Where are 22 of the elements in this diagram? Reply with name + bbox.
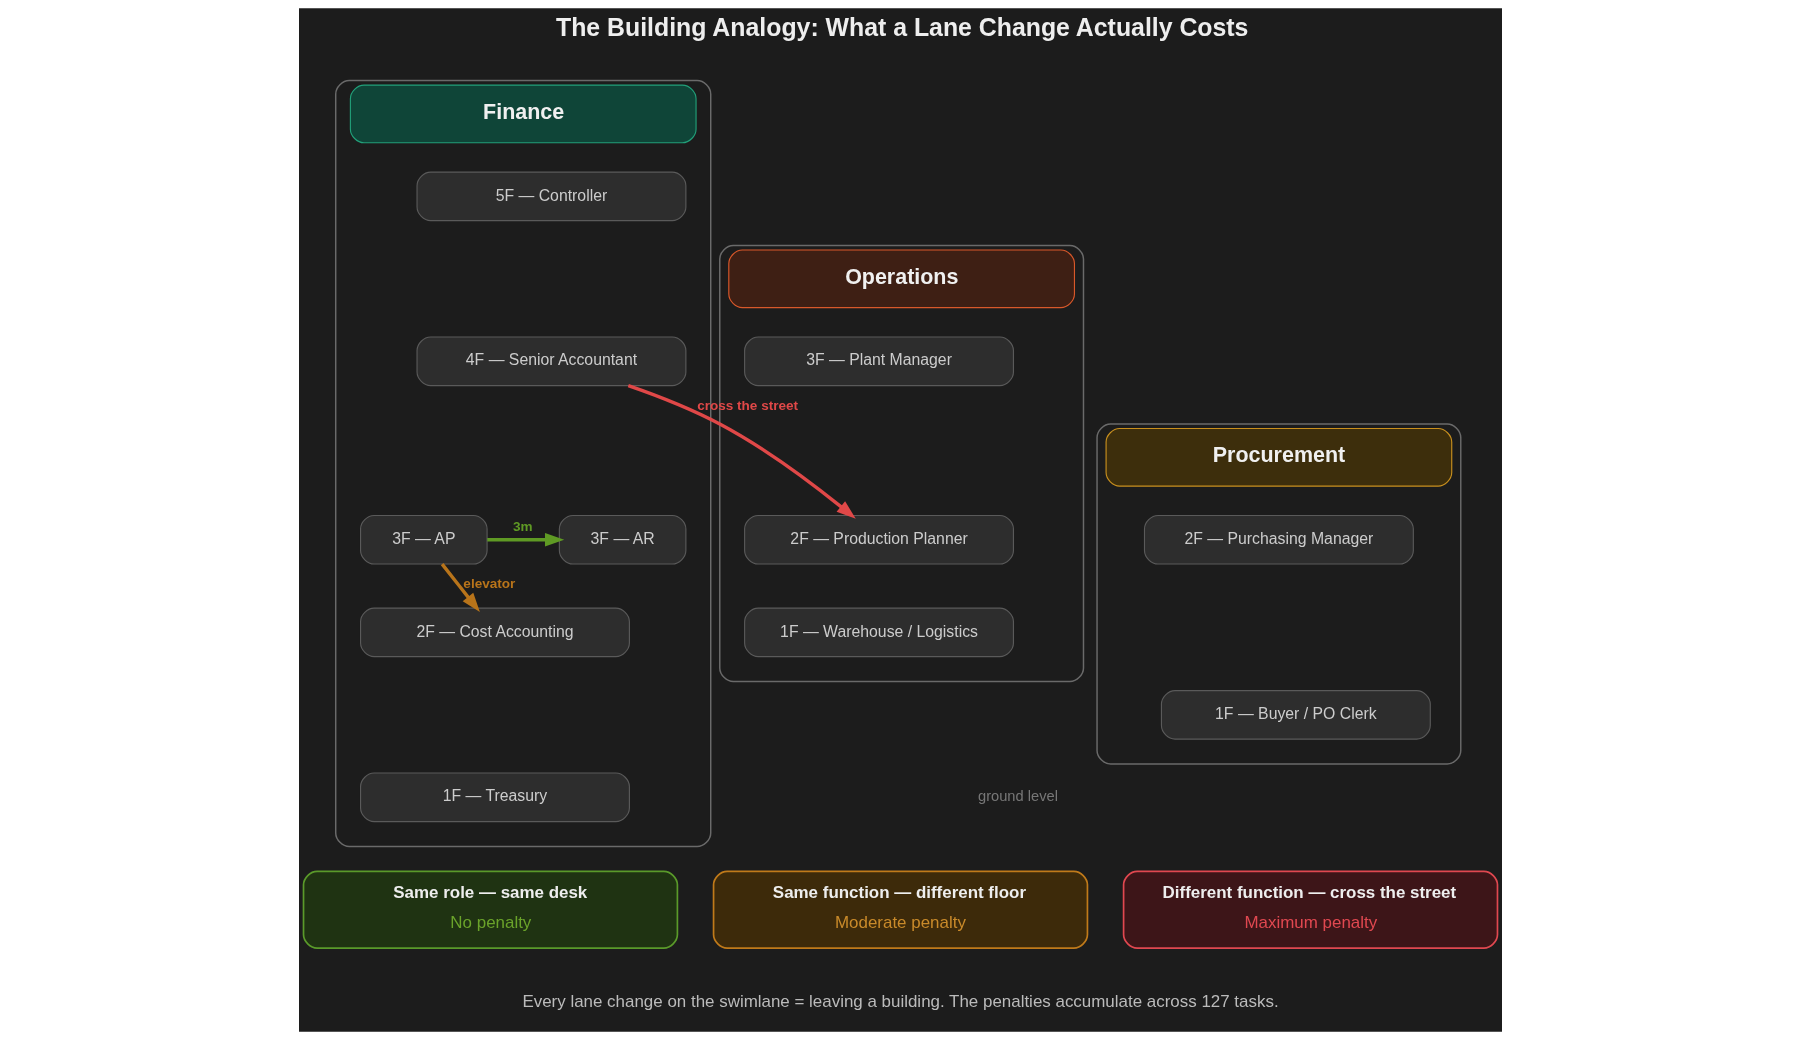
node-box: Different function — cross the street Maximum penalty [1122,870,1498,949]
node-box: 1F — Treasury [359,772,630,823]
caption: Every lane change on the swimlane = leaving a building. The penalties accumulate across 127 tasks. [521,991,1279,1011]
label: ground level [977,788,1058,805]
node-box: 2F — Cost Accounting [359,607,630,658]
arrow [627,384,856,519]
arrow [440,563,480,613]
node-box: 3F — AP [359,514,488,565]
node-box: 3F — AR [558,514,686,565]
node-box: 5F — Controller [415,171,686,222]
node-box: 2F — Purchasing Manager [1143,514,1414,565]
arrow [486,533,564,547]
edge-label: elevator [462,576,515,592]
node-box: 1F — Buyer / PO Clerk [1160,690,1431,740]
node-box: 1F — Warehouse / Logistics [743,607,1014,658]
node-box: 2F — Production Planner [743,514,1014,565]
node-box: Same role — same desk No penalty [302,870,678,949]
diagram-title: The Building Analogy: What a Lane Change Actually Costs [555,14,1248,42]
node-box: 4F — Senior Accountant [415,336,686,387]
node-box: 3F — Plant Manager [743,336,1014,387]
edge-label: 3m [512,519,533,535]
node-box: Same function — different floor Moderate penalty [712,870,1088,949]
